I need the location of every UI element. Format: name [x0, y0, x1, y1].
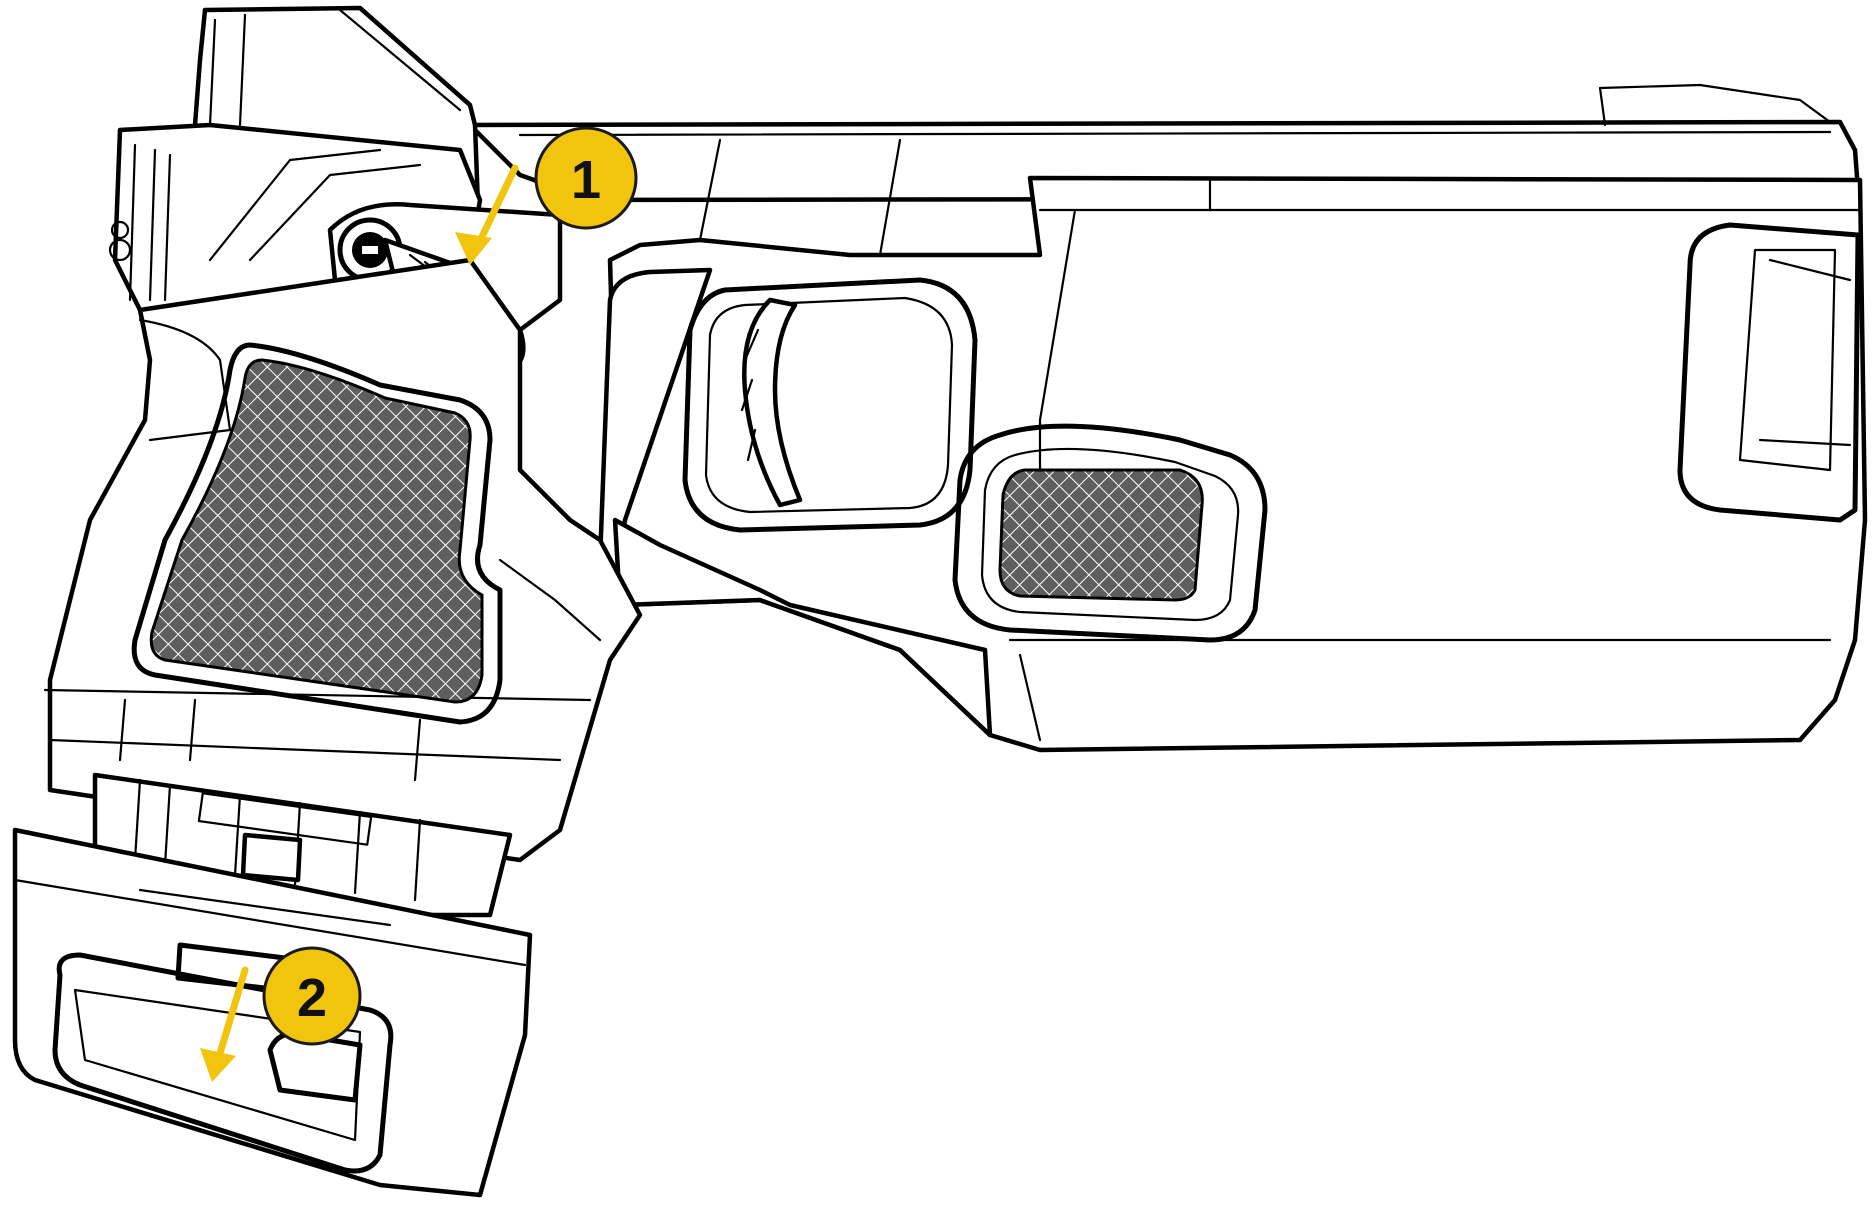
- callout-2: 2: [200, 946, 362, 1082]
- callout-label-2: 2: [297, 968, 327, 1028]
- arrow-down-left-icon: [214, 966, 249, 1064]
- callout-1: 1: [455, 126, 638, 265]
- callout-circle-1: [534, 126, 638, 230]
- callout-label-1: 1: [571, 150, 601, 210]
- arrow-head-icon: [200, 1048, 236, 1082]
- arrow-head-icon: [455, 232, 492, 265]
- arrow-down-left-icon: [474, 164, 519, 249]
- device-body: [467, 83, 1868, 753]
- front-grip-panel: [952, 423, 1268, 643]
- handle-grip: [43, 257, 643, 863]
- callout-circle-2: [262, 946, 362, 1046]
